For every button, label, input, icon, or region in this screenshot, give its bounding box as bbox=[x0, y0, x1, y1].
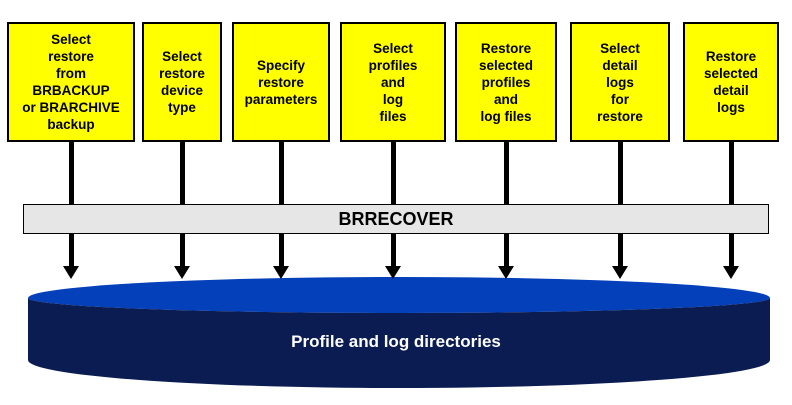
disk-body bbox=[28, 298, 770, 388]
step-box-select-profiles-logs: Select profiles and log files bbox=[340, 22, 446, 142]
step-label: Select restore from BRBACKUP or BRARCHIV… bbox=[22, 32, 120, 132]
step-label: Select profiles and log files bbox=[368, 40, 418, 124]
step-box-specify-parameters: Specify restore parameters bbox=[232, 22, 330, 142]
brrecover-bar: BRRECOVER bbox=[23, 204, 769, 234]
arrow-head-icon bbox=[174, 266, 190, 279]
step-label: Select detail logs for restore bbox=[597, 40, 643, 124]
step-label: Restore selected profiles and log files bbox=[478, 40, 534, 124]
step-label: Select restore device type bbox=[159, 49, 205, 115]
step-label: Restore selected detail logs bbox=[703, 49, 759, 115]
arrow-head-icon bbox=[63, 266, 79, 279]
step-box-select-device-type: Select restore device type bbox=[142, 22, 222, 142]
brrecover-label: BRRECOVER bbox=[338, 208, 454, 229]
arrow-head-icon bbox=[723, 266, 739, 279]
arrow-head-icon bbox=[612, 266, 628, 279]
arrow-head-icon bbox=[385, 266, 401, 279]
disk-top-face bbox=[28, 277, 770, 313]
step-box-restore-detail-logs: Restore selected detail logs bbox=[683, 22, 779, 142]
step-box-restore-profiles-logs: Restore selected profiles and log files bbox=[455, 22, 557, 142]
step-box-select-detail-logs: Select detail logs for restore bbox=[570, 22, 670, 142]
arrow-head-icon bbox=[498, 266, 514, 279]
step-box-select-restore-backup: Select restore from BRBACKUP or BRARCHIV… bbox=[7, 22, 135, 142]
arrow-head-icon bbox=[273, 266, 289, 279]
disk-label: Profile and log directories bbox=[291, 332, 501, 351]
step-label: Specify restore parameters bbox=[244, 57, 318, 107]
